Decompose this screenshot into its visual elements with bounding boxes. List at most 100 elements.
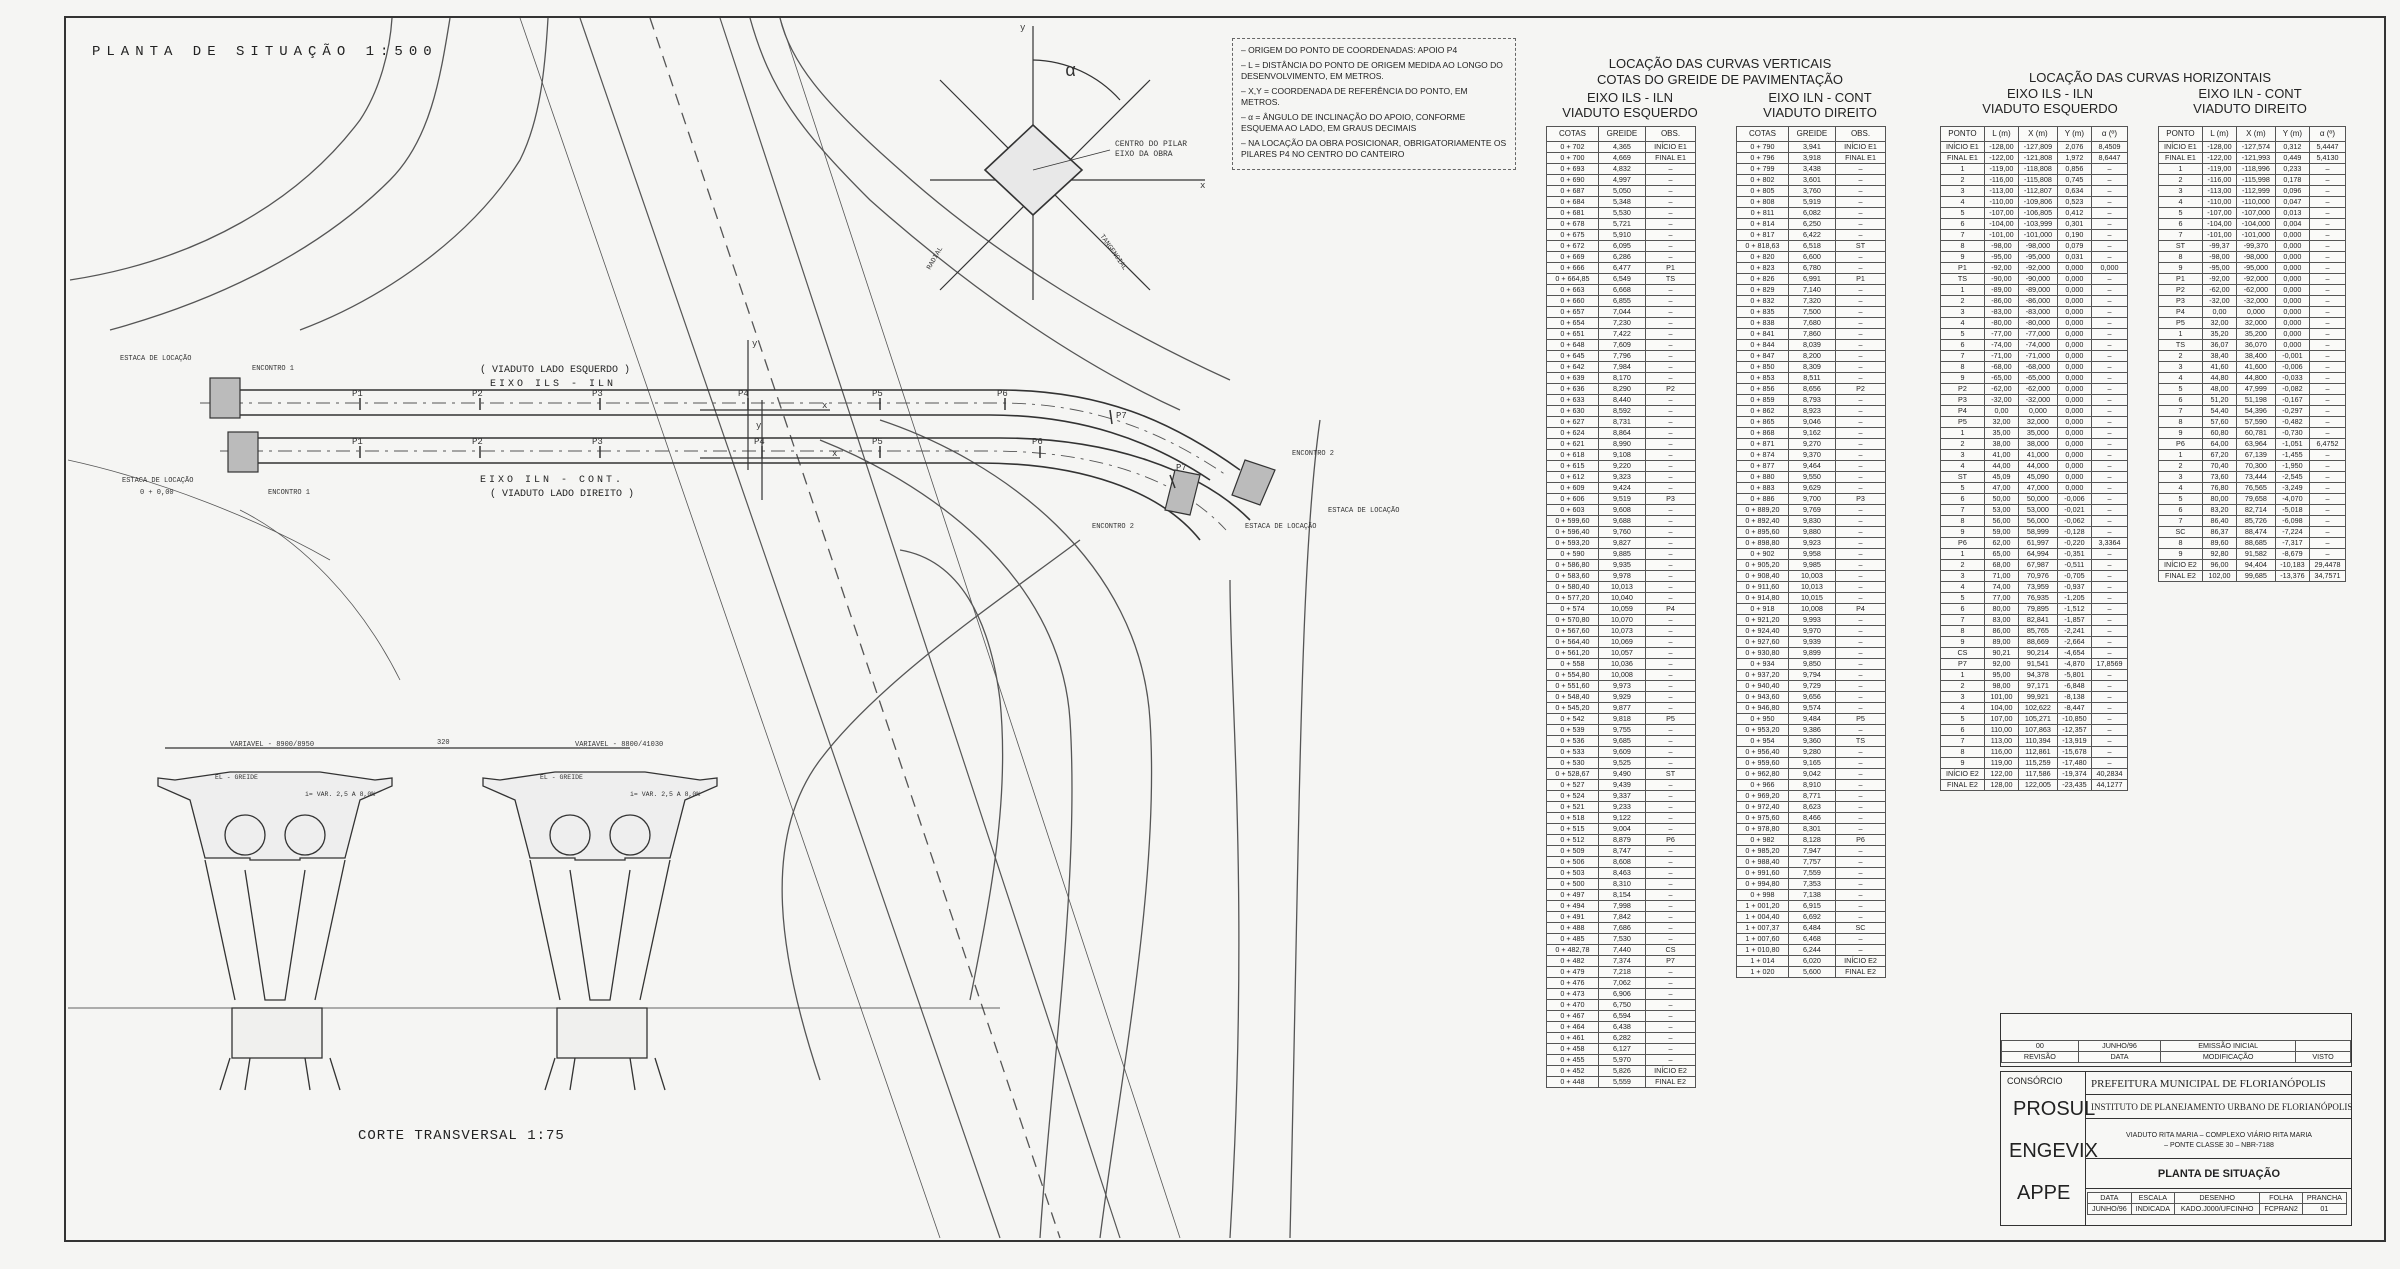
table-cell: 6,600 [1787,251,1837,263]
sheet-title: PLANTA DE SITUAÇÃO [2157,1168,2281,1180]
table-cell: -74,00 [1983,339,2020,351]
table-cell: – [1835,229,1886,241]
table-cell: 10,008 [1597,669,1647,681]
table-cell: – [1835,944,1886,956]
table-cell: – [2090,185,2129,197]
table-cell: – [1645,933,1696,945]
table-cell: – [2090,603,2129,615]
table-cell: – [1835,900,1886,912]
table-cell: – [1645,339,1696,351]
table-cell: – [1645,746,1696,758]
table-cell: 3 [1940,570,1985,582]
table-cell: – [1645,845,1696,857]
table-cell: 1 [2158,449,2203,461]
table-cell: 0,000 [2056,394,2092,406]
tangencial-label: TANGENCIAL [1098,233,1129,272]
table-cell: SC [1835,922,1886,934]
client-name: PREFEITURA MUNICIPAL DE FLORIANÓPOLIS [2091,1078,2326,1090]
table-cell: 9 [1940,372,1985,384]
table-cell: 96,00 [2201,559,2238,571]
table-cell: 7 [1940,735,1985,747]
table-cell: 4,832 [1597,163,1647,175]
table-cell: 7,757 [1787,856,1837,868]
table-cell: 8,910 [1787,779,1837,791]
table-cell: – [1645,1021,1696,1033]
table-cell: 6,855 [1597,295,1647,307]
table-cell: P4 [1835,603,1886,615]
table-cell: 9,280 [1787,746,1837,758]
plan-title: PLANTA DE SITUAÇÃO 1:500 [92,44,438,60]
table-cell: 9,490 [1597,768,1647,780]
table-cell: 0 + 461 [1546,1032,1599,1044]
table-cell: 9,700 [1787,493,1837,505]
table-cell: 0 + 448 [1546,1076,1599,1088]
table-cell: 6,549 [1597,273,1647,285]
table-cell: 5 [2158,383,2203,395]
table-cell: 0,856 [2056,163,2092,175]
table-cell: 2 [1940,438,1985,450]
table-cell: – [2308,196,2347,208]
table-cell: 0 + 988,40 [1736,856,1789,868]
table-cell: -101,00 [1983,229,2020,241]
axis-y-label-1: y [752,339,758,349]
table-cell: 83,20 [2201,504,2238,516]
road-edge [299,17,549,331]
table-cell: 6,692 [1787,911,1837,923]
table-cell: -0,220 [2056,537,2092,549]
table-cell: 0 + 918 [1736,603,1789,615]
table-cell: 0,000 [2056,383,2092,395]
table-cell: CS [1645,944,1696,956]
table-cell: 5,826 [1597,1065,1647,1077]
table-cell: -17,480 [2056,757,2092,769]
table-cell: – [2308,416,2347,428]
table-cell: 0 + 937,20 [1736,669,1789,681]
table-cell: – [1645,284,1696,296]
table-cell: – [2090,394,2129,406]
table-cell: – [1835,669,1886,681]
table-cell: -6,098 [2274,515,2310,527]
table-cell: 7,230 [1597,317,1647,329]
table-cell: -71,00 [1983,350,2020,362]
table-cell: 0 + 586,80 [1546,559,1599,571]
table-cell: 7,140 [1787,284,1837,296]
table-cell: 8,623 [1787,801,1837,813]
table-cell: 0 + 859 [1736,394,1789,406]
table-cell: 9,794 [1787,669,1837,681]
table-cell: 8,200 [1787,350,1837,362]
horizontal-left-axis: EIXO ILS - ILN [2007,86,2093,101]
ramp-edge [879,419,1153,1239]
table-cell: 10,073 [1597,625,1647,637]
table-cell: – [2308,504,2347,516]
table-cell: INÍCIO E1 [1940,141,1985,153]
table-cell: 44,00 [1983,460,2020,472]
table-cell: 6,991 [1787,273,1837,285]
viaduct-right-axis [220,450,1227,531]
table-cell: -19,374 [2056,768,2092,780]
table-cell: 9,220 [1597,460,1647,472]
